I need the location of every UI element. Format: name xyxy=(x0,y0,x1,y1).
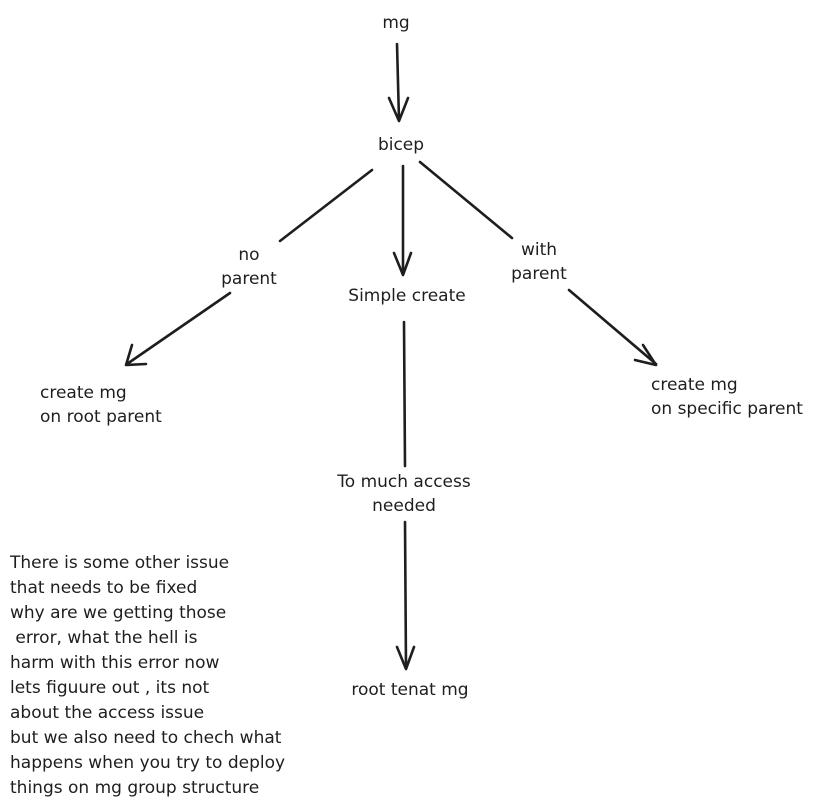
node-create-specific-parent-line-1: create mg xyxy=(651,375,738,395)
node-mg-label: mg xyxy=(382,13,410,33)
node-too-much-access-line-1: To much access xyxy=(337,472,471,492)
note-line: about the access issue xyxy=(10,703,205,723)
edge-bicep-to-simple-create xyxy=(392,164,413,277)
node-simple-create: Simple create xyxy=(334,284,480,308)
edge-label-with-parent: with parent xyxy=(497,238,581,286)
node-bicep-label: bicep xyxy=(377,135,425,155)
edge-bicep-to-specific-parent xyxy=(418,160,658,367)
edge-label-with-parent-line-1: with xyxy=(520,240,558,260)
node-too-much-access-line-2: needed xyxy=(372,496,436,516)
node-root-tenant-mg: root tenat mg xyxy=(330,678,490,702)
node-create-root-parent-line-2: on root parent xyxy=(40,407,162,427)
note-line: There is some other issue xyxy=(10,553,230,573)
note-line: why are we getting those xyxy=(10,603,227,623)
node-create-root-parent-line-1: create mg xyxy=(40,383,127,403)
free-text-note: There is some other issue that needs to … xyxy=(10,551,285,801)
node-bicep: bicep xyxy=(362,133,440,157)
edge-simple-create-to-access xyxy=(402,320,407,468)
edge-label-no-parent-line-2: parent xyxy=(221,269,277,289)
note-line: but we also need to chech what xyxy=(10,728,282,748)
edge-access-to-root-tenant xyxy=(395,520,416,671)
node-root-tenant-mg-label: root tenat mg xyxy=(351,680,469,700)
node-create-specific-parent: create mg on specific parent xyxy=(651,373,803,421)
note-line: harm with this error now xyxy=(10,653,220,673)
note-line: that needs to be fixed xyxy=(10,578,198,598)
node-mg: mg xyxy=(372,11,420,35)
note-line: lets figuure out , its not xyxy=(10,678,210,698)
edge-label-with-parent-line-2: parent xyxy=(511,264,567,284)
edge-mg-to-bicep xyxy=(387,42,410,123)
note-line: things on mg group structure xyxy=(10,778,260,798)
note-line: happens when you try to deploy xyxy=(10,753,286,773)
note-line: error, what the hell is xyxy=(10,628,198,648)
edge-bicep-to-root-parent xyxy=(124,168,374,367)
node-simple-create-label: Simple create xyxy=(348,286,466,306)
edge-label-no-parent: no parent xyxy=(209,243,289,291)
node-too-much-access: To much access needed xyxy=(318,470,490,518)
node-create-specific-parent-line-2: on specific parent xyxy=(651,399,803,419)
node-create-root-parent: create mg on root parent xyxy=(40,381,162,429)
edge-label-no-parent-line-1: no xyxy=(238,245,260,265)
